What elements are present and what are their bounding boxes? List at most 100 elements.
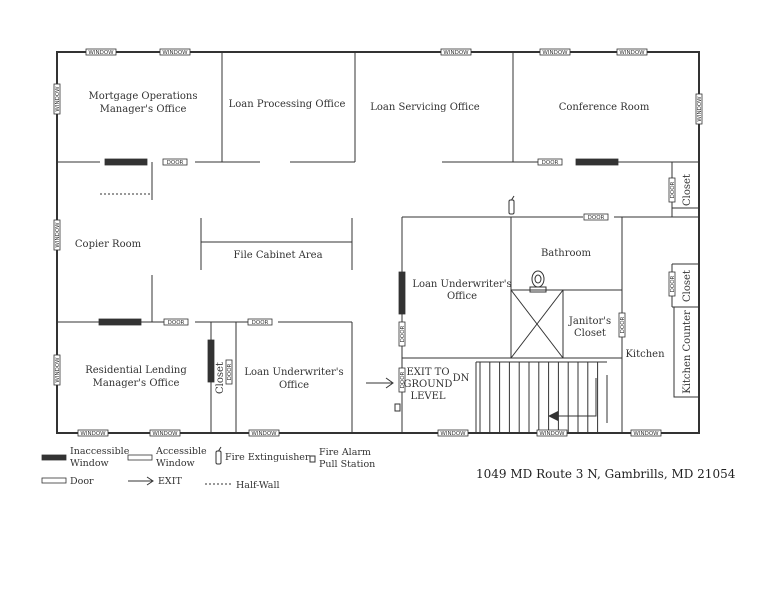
legend-accessible-window-2: Window (156, 458, 195, 469)
mortgage-ops-label-2: Manager's Office (100, 104, 187, 115)
window-tag-label: WINDOW (152, 431, 178, 437)
window-tag-label: WINDOW (539, 431, 565, 437)
legend-fire-alarm-2: Pull Station (319, 459, 375, 470)
inaccessible-window (207, 339, 215, 383)
inaccessible-window (398, 271, 406, 315)
door-tag: DOOR (247, 318, 273, 326)
window-tag: WINDOW (53, 83, 61, 115)
shaft-box (510, 289, 564, 359)
legend-inaccessible-window-swatch (41, 454, 67, 461)
conference-room-label: Conference Room (559, 102, 650, 113)
door-tag: DOOR (618, 312, 626, 338)
legend-half-wall: Half-Wall (236, 480, 280, 491)
window-tag-label: WINDOW (440, 431, 466, 437)
window-tag-label: WINDOW (55, 357, 61, 383)
door-tag: DOOR (537, 158, 563, 166)
door-tag-label: DOOR (620, 316, 626, 333)
stairs-dn-label: DN (453, 373, 470, 384)
exit-label-3: LEVEL (410, 391, 445, 402)
address-text: 1049 MD Route 3 N, Gambrills, MD 21054 (476, 467, 736, 481)
window-tag: WINDOW (149, 429, 181, 437)
legend-fire-alarm-icon (309, 455, 316, 463)
window-tag: WINDOW (437, 429, 469, 437)
loan-underwriter-lower-label-1: Loan Underwriter's (244, 367, 343, 378)
window-tag: WINDOW (159, 48, 191, 56)
kitchen-counter-label: Kitchen Counter (682, 310, 693, 394)
legend-inaccessible-window-1: Inaccessible (70, 446, 130, 457)
kitchen-label: Kitchen (625, 349, 665, 360)
legend: Inaccessible Window Accessible Window Fi… (41, 446, 375, 491)
window-tag-label: WINDOW (55, 86, 61, 112)
door-tag: DOOR (668, 177, 676, 203)
copier-room-label: Copier Room (75, 239, 142, 250)
legend-fire-alarm-1: Fire Alarm (319, 447, 371, 458)
legend-exit-arrow-icon (128, 476, 154, 486)
toilet-icon (529, 270, 547, 293)
door-tag-label: DOOR (542, 160, 559, 166)
door-tag-label: DOOR (168, 320, 185, 326)
window-tag-label: WINDOW (88, 50, 114, 56)
legend-accessible-window-swatch (127, 454, 153, 461)
fire-alarm-pull-station-icon (394, 403, 401, 412)
window-tag: WINDOW (85, 48, 117, 56)
door-tag: DOOR (225, 359, 233, 385)
legend-inaccessible-window-2: Window (70, 458, 109, 469)
legend-door-swatch (41, 477, 67, 484)
loan-servicing-label: Loan Servicing Office (370, 102, 480, 113)
door-tag: DOOR (163, 318, 189, 326)
legend-door: Door (70, 476, 94, 487)
window-tag: WINDOW (248, 429, 280, 437)
window-tag: WINDOW (53, 354, 61, 386)
legend-exit: EXIT (158, 476, 182, 487)
window-tag: WINDOW (539, 48, 571, 56)
janitor-closet-label-1: Janitor's (568, 316, 611, 327)
exit-arrow (366, 377, 394, 389)
exit-label-2: GROUND (404, 379, 453, 390)
door-tag-label: DOOR (400, 325, 406, 342)
window-tag: WINDOW (77, 429, 109, 437)
window-tag-label: WINDOW (251, 431, 277, 437)
window-tag: WINDOW (536, 429, 568, 437)
room-labels: Mortgage Operations Manager's Office Loa… (75, 91, 693, 402)
inaccessible-window (104, 158, 148, 166)
door-tag: DOOR (668, 271, 676, 297)
janitor-closet-label-2: Closet (574, 328, 606, 339)
inaccessible-window (98, 318, 142, 326)
window-tag-label: WINDOW (697, 96, 703, 122)
window-tag: WINDOW (616, 48, 648, 56)
bathroom-label: Bathroom (541, 248, 592, 259)
window-tag-label: WINDOW (55, 222, 61, 248)
stairs (475, 361, 608, 433)
closet-label-lower: Closet (215, 362, 226, 394)
mortgage-ops-label-1: Mortgage Operations (89, 91, 198, 102)
window-tag-label: WINDOW (542, 50, 568, 56)
window-tag-label: WINDOW (443, 50, 469, 56)
door-tag: DOOR (398, 367, 406, 393)
loan-underwriter-lower-label-2: Office (279, 380, 309, 391)
door-tag: DOOR (162, 158, 188, 166)
loan-processing-label: Loan Processing Office (229, 99, 346, 110)
exit-label-1: EXIT TO (406, 367, 449, 378)
window-tag: WINDOW (630, 429, 662, 437)
door-tag: DOOR (398, 321, 406, 347)
door-tag: DOOR (583, 213, 609, 221)
window-tag-label: WINDOW (80, 431, 106, 437)
window-tag-label: WINDOW (619, 50, 645, 56)
legend-fire-extinguisher: Fire Extinguisher (225, 452, 310, 463)
window-tag-label: WINDOW (162, 50, 188, 56)
door-tag-label: DOOR (252, 320, 269, 326)
legend-accessible-window-1: Accessible (155, 446, 207, 457)
door-tag-label: DOOR (670, 181, 676, 198)
closet-label-top-right: Closet (682, 174, 693, 206)
door-tag-label: DOOR (670, 275, 676, 292)
inaccessible-window (575, 158, 619, 166)
closet-label-kitchen: Closet (682, 270, 693, 302)
door-tag-label: DOOR (588, 215, 605, 221)
window-tag-label: WINDOW (633, 431, 659, 437)
door-tag-label: DOOR (227, 363, 233, 380)
door-tag-label: DOOR (167, 160, 184, 166)
file-cabinet-area-label: File Cabinet Area (233, 250, 322, 261)
residential-lending-label-2: Manager's Office (93, 378, 180, 389)
door-tag-label: DOOR (400, 371, 406, 388)
